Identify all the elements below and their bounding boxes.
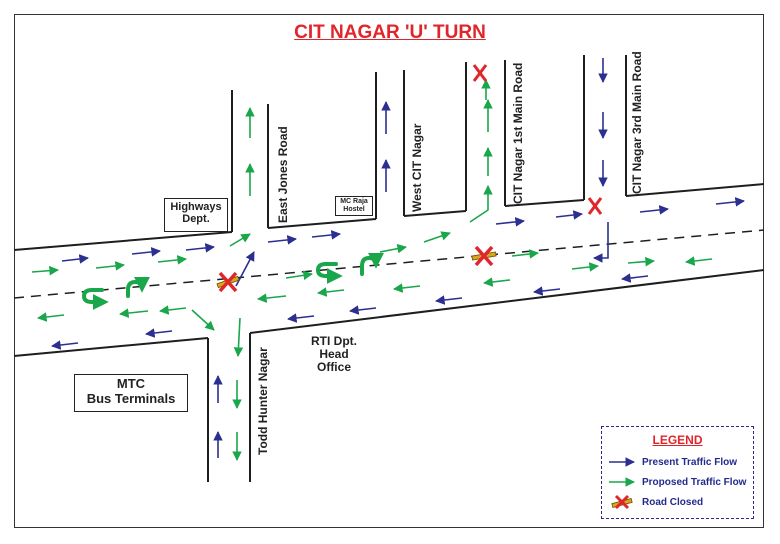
- present-flow-arrow: [131, 247, 161, 257]
- main-road-top-edge: [13, 231, 233, 251]
- proposed-flow-turn-arrow: [469, 185, 493, 223]
- proposed-flow-arrow: [685, 256, 713, 266]
- present-flow-arrow: [311, 230, 341, 240]
- present-flow-arrow: [533, 286, 561, 296]
- present-flow-arrow-icon: [609, 457, 635, 467]
- u-turn-arrows: [81, 252, 384, 310]
- present-flow-arrow: [349, 305, 377, 315]
- present-flow-arrow: [51, 340, 79, 350]
- proposed-flow-arrow: [511, 249, 539, 259]
- legend-closed: Road Closed: [608, 494, 703, 510]
- present-flow-arrow: [555, 210, 583, 220]
- proposed-flow-arrow: [119, 308, 149, 318]
- main-road-top-edge: [625, 183, 765, 197]
- legend: LEGEND Present Traffic Flow Proposed Tra…: [601, 426, 754, 519]
- u-turn-arrow: [360, 252, 384, 276]
- legend-present-label: Present Traffic Flow: [642, 456, 738, 468]
- proposed-flow-arrow: [233, 317, 244, 357]
- proposed-flow-arrow: [31, 265, 59, 276]
- present-flow-turn-arrow: [593, 222, 609, 263]
- main-road-bottom-edge: [13, 337, 209, 357]
- legend-present: Present Traffic Flow: [608, 454, 737, 470]
- proposed-flow-arrow: [393, 283, 421, 293]
- present-flow-arrow: [235, 251, 255, 287]
- proposed-flow-arrow: [159, 305, 187, 315]
- present-flow-arrow: [287, 313, 315, 323]
- legend-closed-label: Road Closed: [642, 496, 704, 508]
- proposed-flow-arrow: [571, 262, 599, 272]
- road-closed-marker: [472, 64, 488, 82]
- east-jones-road-label: East Jones Road: [276, 126, 290, 223]
- proposed-flow-arrow: [285, 270, 313, 281]
- proposed-flow-arrow-icon: [609, 477, 635, 487]
- present-flow-arrow: [621, 273, 649, 283]
- u-turn-arrow: [81, 288, 109, 310]
- todd-hunter-nagar-label: Todd Hunter Nagar: [256, 347, 270, 455]
- present-flow-arrow: [715, 197, 745, 207]
- rti-head-office-label: RTI Dpt. Head Office: [311, 334, 357, 375]
- legend-title: LEGEND: [652, 433, 703, 447]
- proposed-flow-arrow: [317, 287, 345, 297]
- u-turn-arrow: [315, 262, 343, 284]
- main-road-top-edge: [267, 218, 377, 229]
- main-road-bottom-edge: [249, 269, 765, 334]
- proposed-flow-arrow: [95, 261, 125, 271]
- proposed-flow-arrow: [627, 256, 655, 267]
- proposed-flow-arrow: [423, 231, 451, 243]
- mc-raja-hostel-label: MC Raja Hostel: [335, 196, 373, 216]
- proposed-flow-arrow: [229, 233, 251, 247]
- proposed-flow-arrow: [483, 277, 511, 287]
- proposed-flow-arrow: [37, 312, 65, 322]
- road-closed-marker: [587, 197, 603, 215]
- highways-dept-label: Highways Dept.: [164, 198, 228, 232]
- present-flow-arrow: [435, 295, 463, 305]
- main-road-edges: [13, 183, 765, 357]
- road-closed-icon: [611, 494, 633, 510]
- u-turn-arrow: [126, 276, 150, 298]
- present-flow-arrow: [145, 328, 173, 338]
- present-flow-arrow: [185, 243, 215, 253]
- proposed-flow-arrow: [191, 309, 215, 331]
- present-flow-arrow: [495, 217, 525, 227]
- present-flow-arrow: [639, 205, 669, 215]
- present-traffic-arrows: [51, 58, 745, 458]
- mtc-bus-terminals-label: MTC Bus Terminals: [74, 374, 188, 412]
- road-closed-marker: [216, 271, 240, 293]
- side-road-edges: [207, 55, 627, 482]
- present-flow-arrow: [267, 235, 297, 245]
- cit-nagar-3rd-main-road-label: CIT Nagar 3rd Main Road: [630, 51, 644, 194]
- present-flow-arrow: [61, 254, 89, 264]
- road-closed-marker: [471, 245, 497, 267]
- main-road-top-edge: [504, 199, 585, 207]
- proposed-flow-arrow: [157, 255, 187, 265]
- main-road-top-edge: [403, 210, 467, 217]
- proposed-flow-arrow: [257, 293, 287, 303]
- cit-nagar-1st-main-road-label: CIT Nagar 1st Main Road: [511, 62, 525, 204]
- legend-proposed: Proposed Traffic Flow: [608, 474, 746, 490]
- proposed-traffic-arrows: [31, 79, 713, 461]
- west-cit-nagar-label: West CIT Nagar: [410, 123, 424, 212]
- proposed-flow-arrow: [379, 243, 407, 254]
- map-title: CIT NAGAR 'U' TURN: [294, 22, 486, 43]
- legend-proposed-label: Proposed Traffic Flow: [642, 476, 747, 488]
